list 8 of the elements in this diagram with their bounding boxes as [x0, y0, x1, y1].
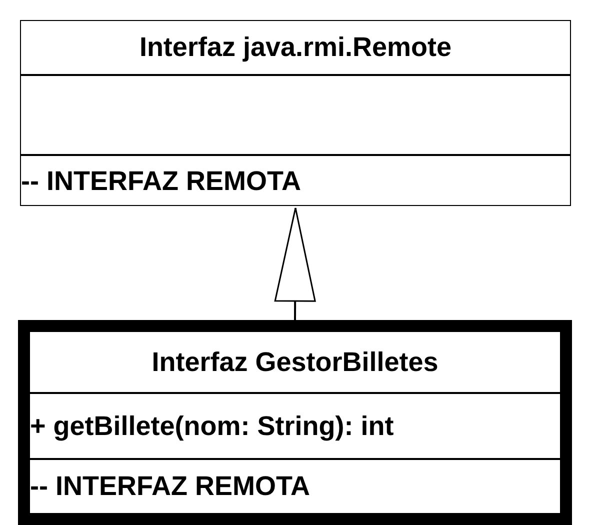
class-member: -- INTERFAZ REMOTA — [30, 471, 310, 502]
class-member: -- INTERFAZ REMOTA — [21, 166, 301, 197]
class-box — [20, 20, 571, 206]
inheritance-arrow — [274, 207, 316, 320]
class-member: + getBillete(nom: String): int — [30, 410, 394, 442]
class-box — [18, 320, 572, 525]
class-name: Interfaz GestorBilletes — [152, 346, 438, 378]
class-name: Interfaz java.rmi.Remote — [139, 32, 452, 63]
